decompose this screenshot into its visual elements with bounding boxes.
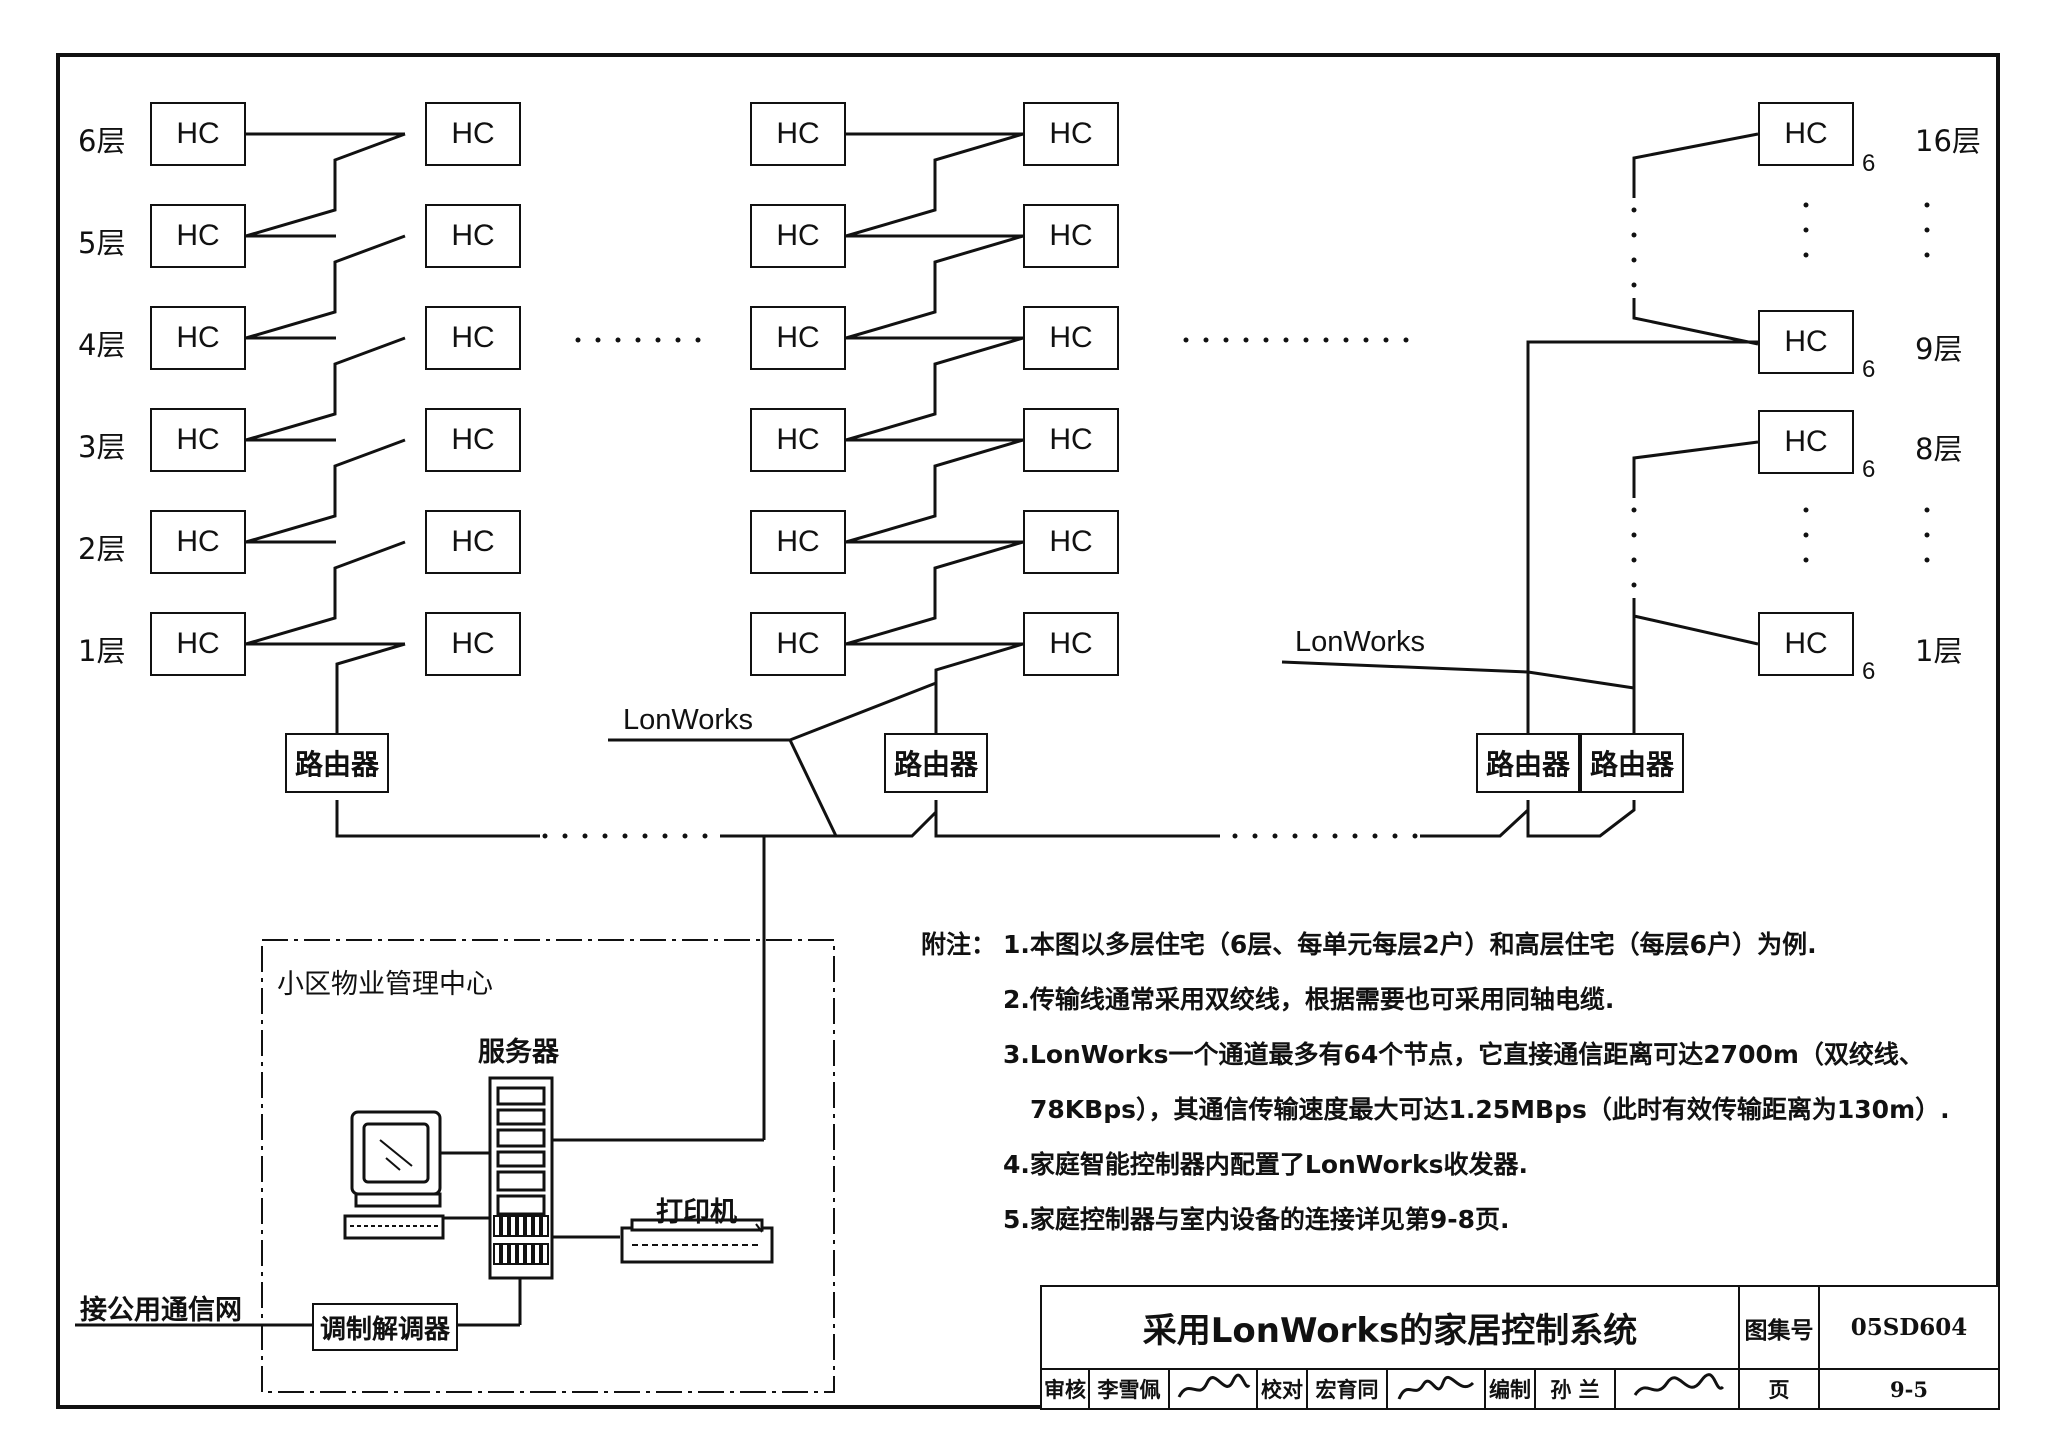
dots-vertical-right <box>1631 202 1930 588</box>
hc-box: HC <box>750 306 846 370</box>
router-box: 路由器 <box>1476 733 1580 793</box>
editor-signature <box>1614 1368 1740 1410</box>
hc-box: HC <box>1023 510 1119 574</box>
floor-label-1-right: 1层 <box>1915 634 1963 668</box>
hc-box: HC <box>425 408 521 472</box>
router-box: 路由器 <box>285 733 389 793</box>
hc-box: HC <box>425 102 521 166</box>
review-label: 审核 <box>1040 1368 1090 1410</box>
atlas-number: 05SD604 <box>1818 1285 2000 1370</box>
drawing-title: 采用LonWorks的家居控制系统 <box>1040 1285 1740 1370</box>
lonworks-label: LonWorks <box>1295 626 1426 658</box>
hc-box: HC <box>1758 410 1854 474</box>
page-number: 9-5 <box>1818 1368 2000 1410</box>
note-line-3: 3.LonWorks一个通道最多有64个节点，它直接通信距离可达2700m（双绞… <box>1003 1040 1924 1069</box>
reviewer-signature <box>1168 1368 1258 1410</box>
signature-icon <box>1397 1375 1475 1400</box>
hc-box: HC <box>150 510 246 574</box>
computer-icon <box>343 1110 445 1240</box>
middle-building-links <box>720 132 1220 838</box>
hc-count-label: 6 <box>1862 658 1876 685</box>
floor-label-6: 6层 <box>78 124 126 158</box>
router-box: 路由器 <box>884 733 988 793</box>
signature-icon <box>1633 1373 1725 1396</box>
hc-box: HC <box>750 612 846 676</box>
printer-label: 打印机 <box>656 1197 737 1228</box>
hc-box: HC <box>150 306 246 370</box>
note-line-6: 5.家庭控制器与室内设备的连接详见第9-8页. <box>1003 1205 1510 1234</box>
hc-box: HC <box>1758 612 1854 676</box>
floor-label-16: 16层 <box>1915 124 1981 158</box>
floor-label-4: 4层 <box>78 328 126 362</box>
printer-icon <box>620 1218 774 1264</box>
checker-name: 宏育同 <box>1306 1368 1388 1410</box>
hc-box: HC <box>750 102 846 166</box>
floor-label-9: 9层 <box>1915 332 1963 366</box>
reviewer-name: 李雪佩 <box>1088 1368 1170 1410</box>
public-network-label: 接公用通信网 <box>80 1295 242 1326</box>
floor-label-2: 2层 <box>78 532 126 566</box>
notes-prefix: 附注： <box>921 930 997 959</box>
lonworks-label: LonWorks <box>623 704 754 736</box>
edit-label: 编制 <box>1484 1368 1536 1410</box>
router-box: 路由器 <box>1580 733 1684 793</box>
dots-bus-2 <box>1232 833 1418 839</box>
hc-box: HC <box>1758 310 1854 374</box>
dots-middle-right <box>1183 337 1409 343</box>
mgmt-center-box <box>261 939 835 1393</box>
hc-box: HC <box>1758 102 1854 166</box>
hc-box: HC <box>425 204 521 268</box>
hc-box: HC <box>150 204 246 268</box>
dots-left-middle <box>575 337 701 343</box>
checker-signature <box>1386 1368 1486 1410</box>
atlas-number-label: 图集号 <box>1738 1285 1820 1370</box>
hc-box: HC <box>150 102 246 166</box>
note-line-1: 1.本图以多层住宅（6层、每单元每层2户）和高层住宅（每层6户）为例. <box>1003 930 1817 959</box>
hc-box: HC <box>1023 612 1119 676</box>
page-label: 页 <box>1738 1368 1820 1410</box>
hc-box: HC <box>150 612 246 676</box>
hc-box: HC <box>750 408 846 472</box>
hc-count-label: 6 <box>1862 150 1876 177</box>
floor-label-5: 5层 <box>78 226 126 260</box>
hc-box: HC <box>750 510 846 574</box>
left-building-links <box>245 132 540 838</box>
floor-label-3: 3层 <box>78 430 126 464</box>
title-block: 采用LonWorks的家居控制系统 图集号 05SD604 审核 李雪佩 校对 … <box>1040 1285 2000 1410</box>
editor-name: 孙 兰 <box>1534 1368 1616 1410</box>
signature-icon <box>1177 1373 1251 1398</box>
mgmt-center-label: 小区物业管理中心 <box>277 969 493 1000</box>
hc-count-label: 6 <box>1862 456 1876 483</box>
hc-box: HC <box>425 510 521 574</box>
modem-box: 调制解调器 <box>312 1303 458 1351</box>
hc-box: HC <box>1023 102 1119 166</box>
right-building-links <box>1420 132 1759 838</box>
hc-box: HC <box>1023 306 1119 370</box>
check-label: 校对 <box>1256 1368 1308 1410</box>
dots-bus-1 <box>542 833 708 839</box>
note-line-2: 2.传输线通常采用双绞线，根据需要也可采用同轴电缆. <box>1003 985 1615 1014</box>
note-line-5: 4.家庭智能控制器内配置了LonWorks收发器. <box>1003 1150 1528 1179</box>
hc-box: HC <box>150 408 246 472</box>
hc-count-label: 6 <box>1862 356 1876 383</box>
hc-box: HC <box>425 612 521 676</box>
note-line-4: 78KBps），其通信传输速度最大可达1.25MBps（此时有效传输距离为130… <box>1030 1095 1950 1124</box>
hc-box: HC <box>750 204 846 268</box>
floor-label-1: 1层 <box>78 634 126 668</box>
hc-box: HC <box>1023 204 1119 268</box>
hc-box: HC <box>1023 408 1119 472</box>
hc-box: HC <box>425 306 521 370</box>
server-label: 服务器 <box>478 1037 559 1068</box>
server-icon <box>488 1076 554 1280</box>
floor-label-8: 8层 <box>1915 432 1963 466</box>
